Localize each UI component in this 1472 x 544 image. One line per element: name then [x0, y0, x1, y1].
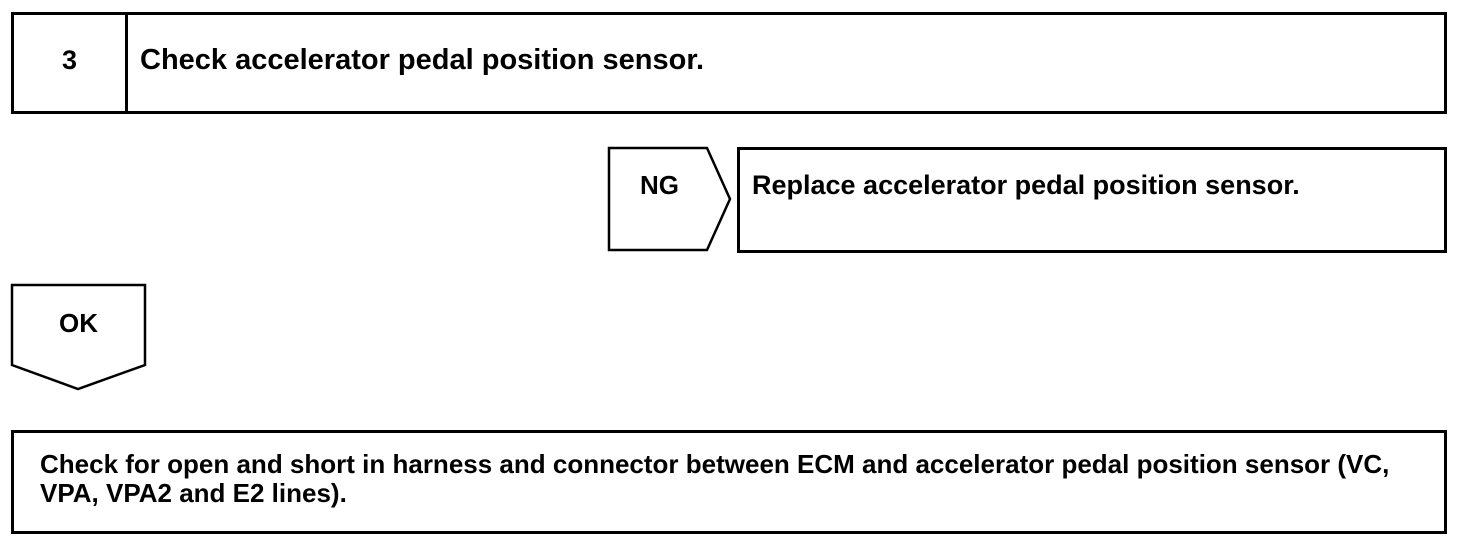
step-box	[11, 12, 1447, 114]
ok-arrow-shape	[10, 283, 147, 391]
step-title: Check accelerator pedal position sensor.	[140, 44, 705, 76]
ok-label: OK	[59, 308, 98, 338]
ng-action-text: Replace accelerator pedal position senso…	[752, 170, 1300, 200]
ng-action-box	[737, 147, 1447, 253]
next-step-box	[11, 430, 1447, 534]
ng-label: NG	[640, 170, 679, 200]
step-number: 3	[61, 45, 78, 75]
ng-arrow-shape	[607, 146, 732, 252]
next-step-text: Check for open and short in harness and …	[40, 449, 1390, 508]
step-divider	[125, 12, 128, 114]
